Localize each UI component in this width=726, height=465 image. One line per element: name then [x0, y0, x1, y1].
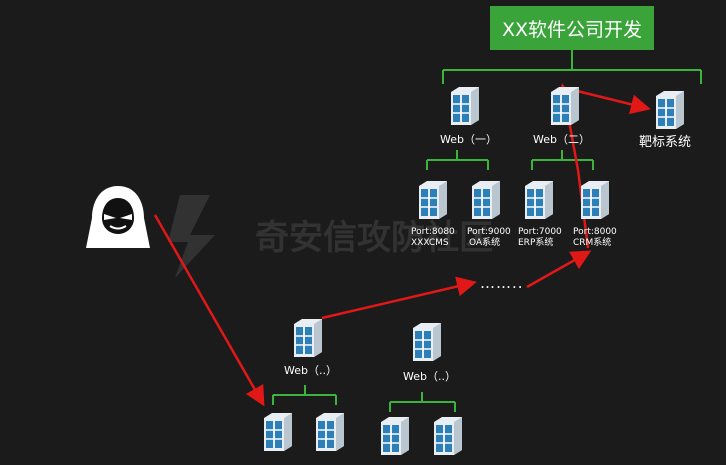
- server-port-label: Port:7000: [518, 227, 562, 237]
- server-icon: [419, 181, 447, 219]
- server-name-label: ERP系统: [518, 238, 554, 248]
- server-icon: [525, 181, 553, 219]
- ellipsis-label: ……..: [480, 274, 524, 292]
- server-icon: [472, 181, 500, 219]
- server-port-label: Port:8080: [411, 227, 455, 237]
- server-icon: [551, 87, 579, 125]
- server-icon: [581, 181, 609, 219]
- server-port-label: Port:8000: [573, 227, 617, 237]
- target-system-label: 靶标系统: [639, 135, 692, 150]
- bracket-top: [442, 50, 702, 84]
- watermark-text: 奇安信攻防社区: [255, 218, 493, 258]
- server-name-label: OA系统: [469, 238, 501, 248]
- hacker-icon: [86, 186, 150, 248]
- bracket-web-low2: [389, 392, 456, 412]
- watermark-logo-icon: [168, 195, 215, 278]
- server-icon: [413, 323, 441, 361]
- bracket-web2: [531, 150, 594, 170]
- server-name-label: CRM系统: [573, 238, 612, 248]
- company-title: XX软件公司开发: [490, 6, 654, 50]
- server-name-label: XXXCMS: [411, 238, 449, 248]
- server-icon: [656, 91, 684, 129]
- server-port-label: Port:9000: [467, 227, 511, 237]
- bracket-web1: [426, 150, 489, 170]
- web-low2-label: Web（..）: [403, 370, 456, 383]
- server-icon: [294, 319, 322, 357]
- bracket-web-low1: [272, 385, 337, 405]
- server-icon: [264, 413, 292, 451]
- server-icon: [381, 417, 409, 455]
- web1-label: Web（一）: [440, 133, 497, 146]
- server-icon: [451, 87, 479, 125]
- server-icon: [316, 413, 344, 451]
- web2-label: Web（二）: [533, 133, 590, 146]
- web-low1-label: Web（..）: [284, 364, 337, 377]
- server-icon: [434, 417, 462, 455]
